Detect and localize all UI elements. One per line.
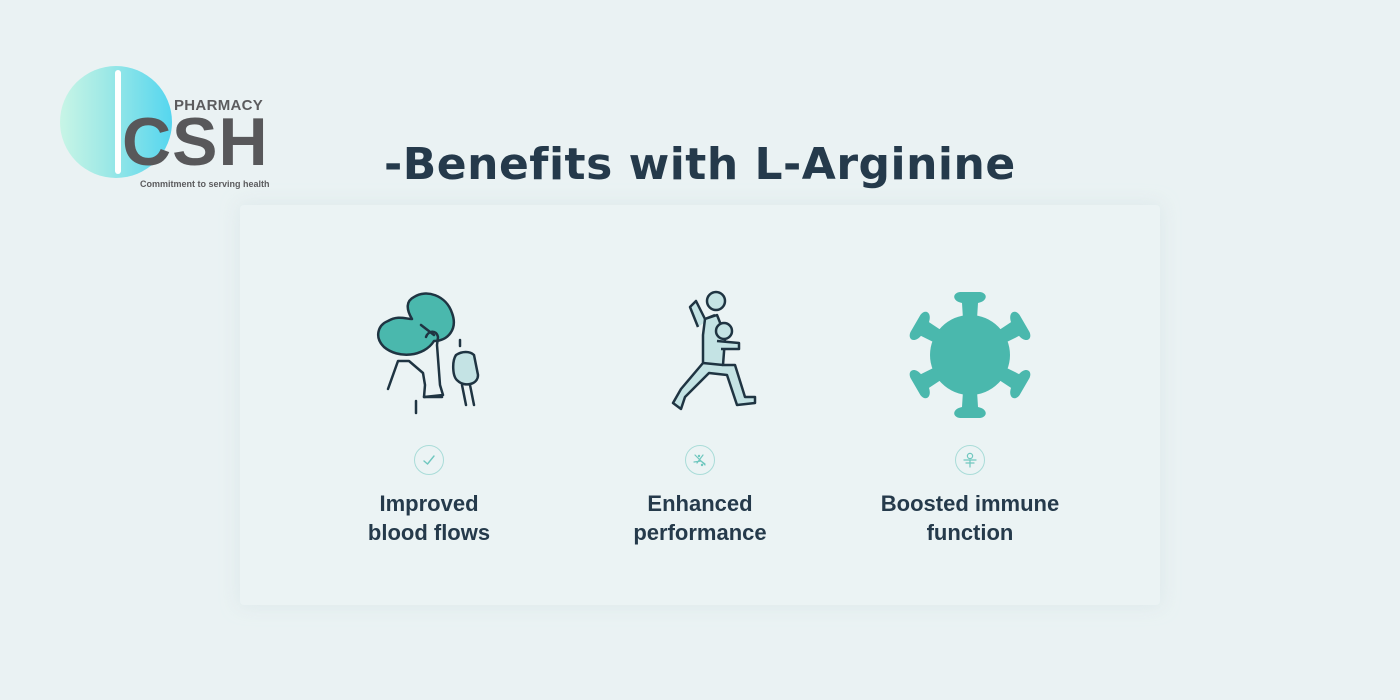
logo-pharmacy-label: PHARMACY <box>174 97 264 114</box>
benefit-card-performance: Enhanced performance <box>565 285 835 547</box>
logo-bar <box>115 70 121 174</box>
benefit-label-line1: Enhanced <box>647 491 753 516</box>
benefit-label: Improved blood flows <box>294 489 564 547</box>
benefit-card-immune: Boosted immune function <box>835 285 1105 547</box>
performance-icon <box>693 454 706 467</box>
brand-logo[interactable]: PHARMACY CSH Commitment to serving healt… <box>60 66 270 191</box>
benefit-label-line1: Improved <box>379 491 479 516</box>
benefit-card-blood-flow: Improved blood flows <box>294 285 564 547</box>
benefit-label: Enhanced performance <box>565 489 835 547</box>
benefit-label-line2: performance <box>633 520 767 545</box>
benefit-label: Boosted immune function <box>835 489 1105 547</box>
balance-badge <box>955 445 985 475</box>
checkmark-icon <box>423 455 435 465</box>
performance-badge <box>685 445 715 475</box>
logo-tagline: Commitment to serving health <box>140 179 270 189</box>
checkmark-badge <box>414 445 444 475</box>
page-title: -Benefits with L-Arginine <box>384 139 1016 190</box>
immune-cell-icon <box>909 292 1031 418</box>
benefit-label-line1: Boosted immune <box>880 491 1060 516</box>
benefit-label-line2: function <box>926 520 1014 545</box>
benefit-label-line2: blood flows <box>367 520 491 545</box>
blood-flow-illustration-icon <box>376 292 480 415</box>
logo-wordmark: CSH <box>122 104 269 180</box>
balance-icon <box>963 452 977 468</box>
content-panel <box>240 205 1160 605</box>
running-figure-icon <box>671 290 757 411</box>
